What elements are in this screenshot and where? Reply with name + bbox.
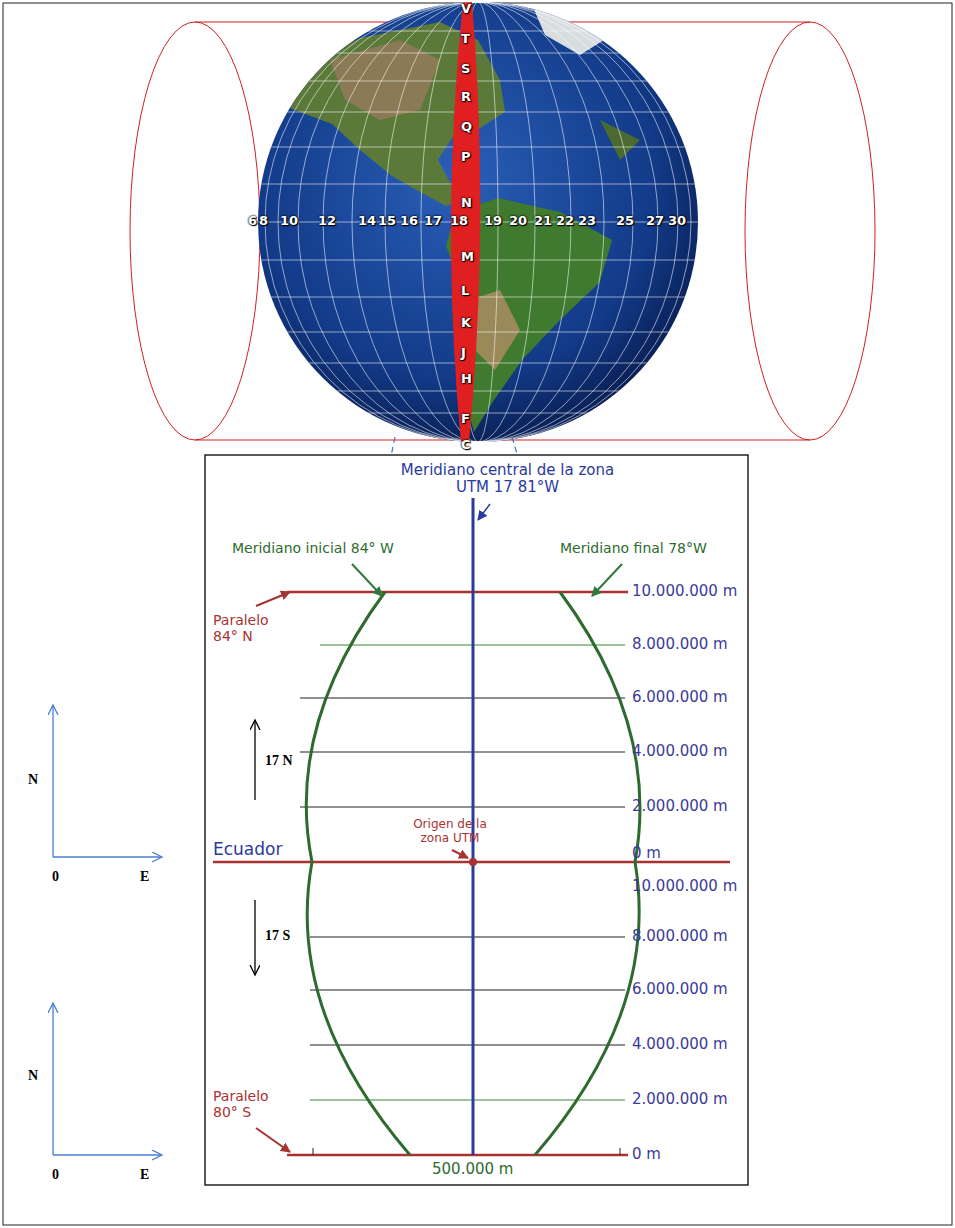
northing-value: 6.000.000 m — [632, 689, 728, 706]
northing-value: 8.000.000 m — [632, 636, 728, 653]
parallel-label: Paralelo 80° S — [213, 1088, 288, 1120]
band-letter: F — [461, 412, 470, 427]
zone-number: 22 — [556, 214, 574, 229]
northing-value: 2.000.000 m — [632, 798, 728, 815]
equator-label: Ecuador — [213, 840, 282, 860]
hemisphere-label: 17 S — [265, 928, 290, 944]
band-letter: C — [461, 438, 471, 453]
axis-label: N — [28, 772, 38, 788]
northing-value: 0 m — [632, 1146, 661, 1163]
zone-number: 12 — [318, 214, 336, 229]
zone-number: 17 — [424, 214, 442, 229]
zone-number: 15 — [378, 214, 396, 229]
central-meridian-label: Meridiano central de la zona UTM 17 81°W — [395, 462, 620, 497]
zone-number: 10 — [280, 214, 298, 229]
band-letter: V — [461, 2, 471, 17]
zone-number: 20 — [509, 214, 527, 229]
zone-number: 14 — [358, 214, 376, 229]
zone-number: 25 — [616, 214, 634, 229]
band-letter: M — [461, 250, 474, 265]
axis-label: N — [28, 1068, 38, 1084]
band-letter: P — [461, 150, 471, 165]
zone-number: 27 — [646, 214, 664, 229]
northing-value: 4.000.000 m — [632, 743, 728, 760]
zone-number: 19 — [484, 214, 502, 229]
easting-value: 500.000 m — [432, 1161, 513, 1178]
band-letter: Q — [461, 120, 472, 135]
zone-number: 30 — [668, 214, 686, 229]
start-meridian-label: Meridiano inicial 84° W — [232, 540, 394, 556]
band-letter: J — [461, 346, 466, 361]
northing-value: 2.000.000 m — [632, 1091, 728, 1108]
axis-label: E — [140, 869, 149, 885]
band-letter: S — [461, 62, 470, 77]
zone-number: 21 — [534, 214, 552, 229]
axis-label: 0 — [52, 1167, 59, 1183]
northing-value: 6.000.000 m — [632, 981, 728, 998]
origin-label: Origen de la zona UTM — [398, 818, 502, 846]
zone-number: 16 — [400, 214, 418, 229]
northing-value: 4.000.000 m — [632, 1036, 728, 1053]
axis-label: E — [140, 1167, 149, 1183]
northing-value: 10.000.000 m — [632, 583, 737, 600]
band-letter: T — [461, 32, 470, 47]
band-letter: H — [461, 372, 472, 387]
axis-label: 0 — [52, 869, 59, 885]
band-letter: N — [461, 196, 472, 211]
zone-number: 6 — [248, 214, 257, 229]
zone-number: 18 — [450, 214, 468, 229]
zone-number: 23 — [578, 214, 596, 229]
band-letter: K — [461, 316, 471, 331]
northing-value: 10.000.000 m — [632, 878, 737, 895]
band-letter: R — [461, 90, 471, 105]
northing-value: 8.000.000 m — [632, 928, 728, 945]
parallel-label: Paralelo 84° N — [213, 612, 288, 644]
hemisphere-label: 17 N — [265, 753, 293, 769]
northing-value: 0 m — [632, 845, 661, 862]
band-letter: L — [461, 284, 469, 299]
zone-number: 8 — [259, 214, 268, 229]
end-meridian-label: Meridiano final 78°W — [560, 540, 707, 556]
